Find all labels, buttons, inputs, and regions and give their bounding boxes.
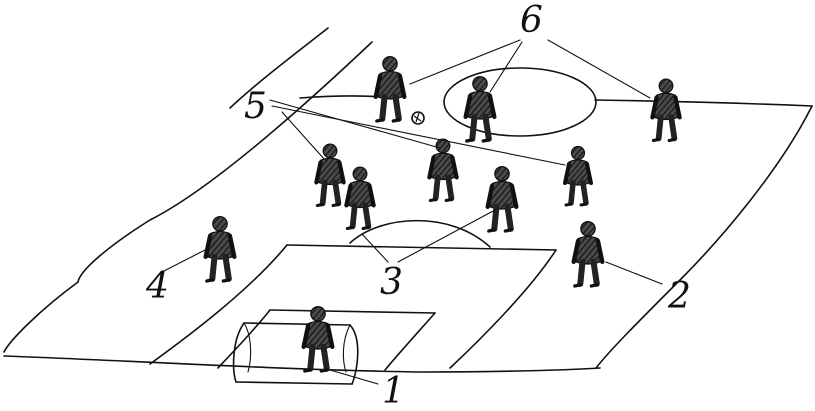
label-3: 3 xyxy=(380,262,403,303)
player-right-back xyxy=(574,222,603,286)
field-outline xyxy=(4,28,812,372)
label-4: 4 xyxy=(145,266,169,307)
player-attacker-with-ball xyxy=(376,57,405,121)
leader-lines xyxy=(162,40,662,384)
player-midfielder-left xyxy=(316,144,343,205)
player-midfielder-center xyxy=(429,139,456,200)
label-2: 2 xyxy=(667,276,691,317)
player-winger-left xyxy=(206,217,235,281)
player-goalkeeper xyxy=(304,307,333,371)
player-defender-left xyxy=(346,167,373,228)
player-midfielder-right xyxy=(565,147,591,206)
player-defender-right xyxy=(488,167,517,231)
player-attacker-right xyxy=(652,79,679,140)
label-1: 1 xyxy=(382,371,405,406)
label-5: 5 xyxy=(244,86,267,127)
label-6: 6 xyxy=(520,0,543,41)
ball xyxy=(412,112,424,124)
